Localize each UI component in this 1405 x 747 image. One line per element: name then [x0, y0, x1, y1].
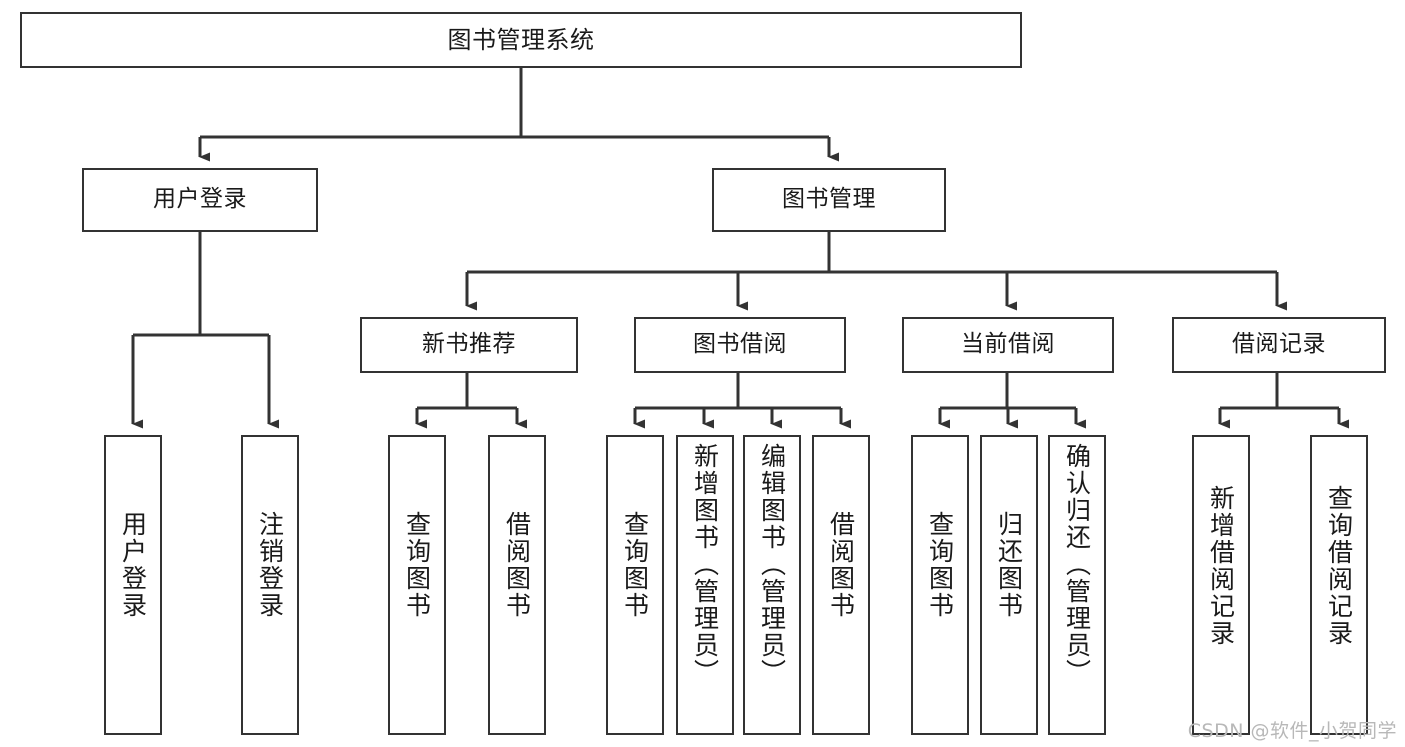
node-user-login-label: 用户登录 [153, 186, 247, 213]
node-leaf-borrow-book-1-label: 借阅图书 [502, 511, 532, 619]
node-leaf-borrow-book-2-label: 借阅图书 [826, 511, 856, 619]
node-leaf-logout-login-label: 注销登录 [255, 511, 285, 619]
node-leaf-edit-book[interactable]: 编辑图书（管理员） [743, 435, 801, 735]
node-leaf-add-book-label: 新增图书（管理员） [690, 443, 720, 686]
node-leaf-query-book-3-label: 查询图书 [925, 511, 955, 619]
node-root-system[interactable]: 图书管理系统 [20, 12, 1022, 68]
node-leaf-add-borrow-record[interactable]: 新增借阅记录 [1192, 435, 1250, 735]
node-borrow-record[interactable]: 借阅记录 [1172, 317, 1386, 373]
node-book-borrow[interactable]: 图书借阅 [634, 317, 846, 373]
node-leaf-confirm-return[interactable]: 确认归还（管理员） [1048, 435, 1106, 735]
node-book-management-label: 图书管理 [782, 186, 876, 213]
node-leaf-user-login-label: 用户登录 [118, 511, 148, 619]
node-leaf-borrow-book-2[interactable]: 借阅图书 [812, 435, 870, 735]
node-leaf-add-borrow-record-label: 新增借阅记录 [1206, 485, 1236, 647]
node-leaf-query-book-2-label: 查询图书 [620, 511, 650, 619]
node-new-book-recommend-label: 新书推荐 [422, 331, 516, 358]
node-leaf-edit-book-label: 编辑图书（管理员） [757, 443, 787, 686]
node-current-borrow-label: 当前借阅 [961, 331, 1055, 358]
node-leaf-return-book-label: 归还图书 [994, 511, 1024, 619]
node-leaf-query-book-1[interactable]: 查询图书 [388, 435, 446, 735]
node-leaf-query-borrow-record[interactable]: 查询借阅记录 [1310, 435, 1368, 735]
node-leaf-borrow-book-1[interactable]: 借阅图书 [488, 435, 546, 735]
node-leaf-query-borrow-record-label: 查询借阅记录 [1324, 485, 1354, 647]
node-leaf-query-book-1-label: 查询图书 [402, 511, 432, 619]
node-book-management[interactable]: 图书管理 [712, 168, 946, 232]
node-leaf-user-login[interactable]: 用户登录 [104, 435, 162, 735]
node-leaf-logout-login[interactable]: 注销登录 [241, 435, 299, 735]
node-leaf-add-book[interactable]: 新增图书（管理员） [676, 435, 734, 735]
node-user-login[interactable]: 用户登录 [82, 168, 318, 232]
node-leaf-return-book[interactable]: 归还图书 [980, 435, 1038, 735]
node-borrow-record-label: 借阅记录 [1232, 331, 1326, 358]
node-leaf-query-book-2[interactable]: 查询图书 [606, 435, 664, 735]
node-leaf-query-book-3[interactable]: 查询图书 [911, 435, 969, 735]
node-current-borrow[interactable]: 当前借阅 [902, 317, 1114, 373]
node-root-system-label: 图书管理系统 [447, 25, 595, 54]
node-leaf-confirm-return-label: 确认归还（管理员） [1062, 443, 1092, 686]
node-book-borrow-label: 图书借阅 [693, 331, 787, 358]
node-new-book-recommend[interactable]: 新书推荐 [360, 317, 578, 373]
